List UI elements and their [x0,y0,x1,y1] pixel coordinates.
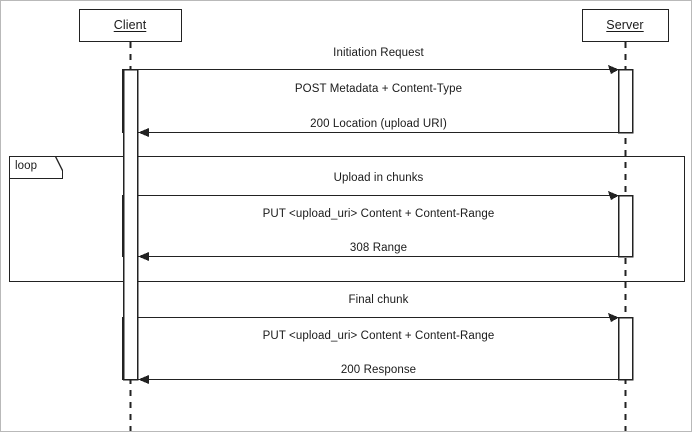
actor-label-server: Server [606,18,644,32]
message-label-m1: POST Metadata + Content-Type [294,83,463,95]
activation-bar-server-2 [617,194,634,258]
activation-bar-server-1 [617,68,634,134]
message-label-m3: PUT <upload_uri> Content + Content-Range [262,208,495,220]
arrowhead-m4 [138,252,149,261]
arrowhead-m5 [608,313,619,322]
actor-label-client: Client [113,18,147,32]
arrowhead-m2 [138,128,149,137]
message-label-m5: PUT <upload_uri> Content + Content-Range [262,330,495,342]
message-label-m6: 200 Response [340,364,417,376]
loop-fragment-box [8,155,686,283]
message-group-label-final: Final chunk [348,294,409,306]
loop-operator-label: loop [15,160,38,172]
arrowhead-m6 [138,375,149,384]
message-group-label-initiation: Initiation Request [333,47,424,59]
arrowhead-m1 [608,65,619,74]
actor-box-client [78,8,183,43]
activation-bar-client [122,68,139,381]
message-label-m4: 308 Range [349,242,408,254]
activation-bar-server-3 [617,316,634,381]
message-group-label-chunks: Upload in chunks [333,172,424,184]
message-label-m2: 200 Location (upload URI) [310,118,447,130]
actor-box-server [581,8,670,43]
arrowhead-m3 [608,191,619,200]
loop-operator-tab [8,155,64,180]
